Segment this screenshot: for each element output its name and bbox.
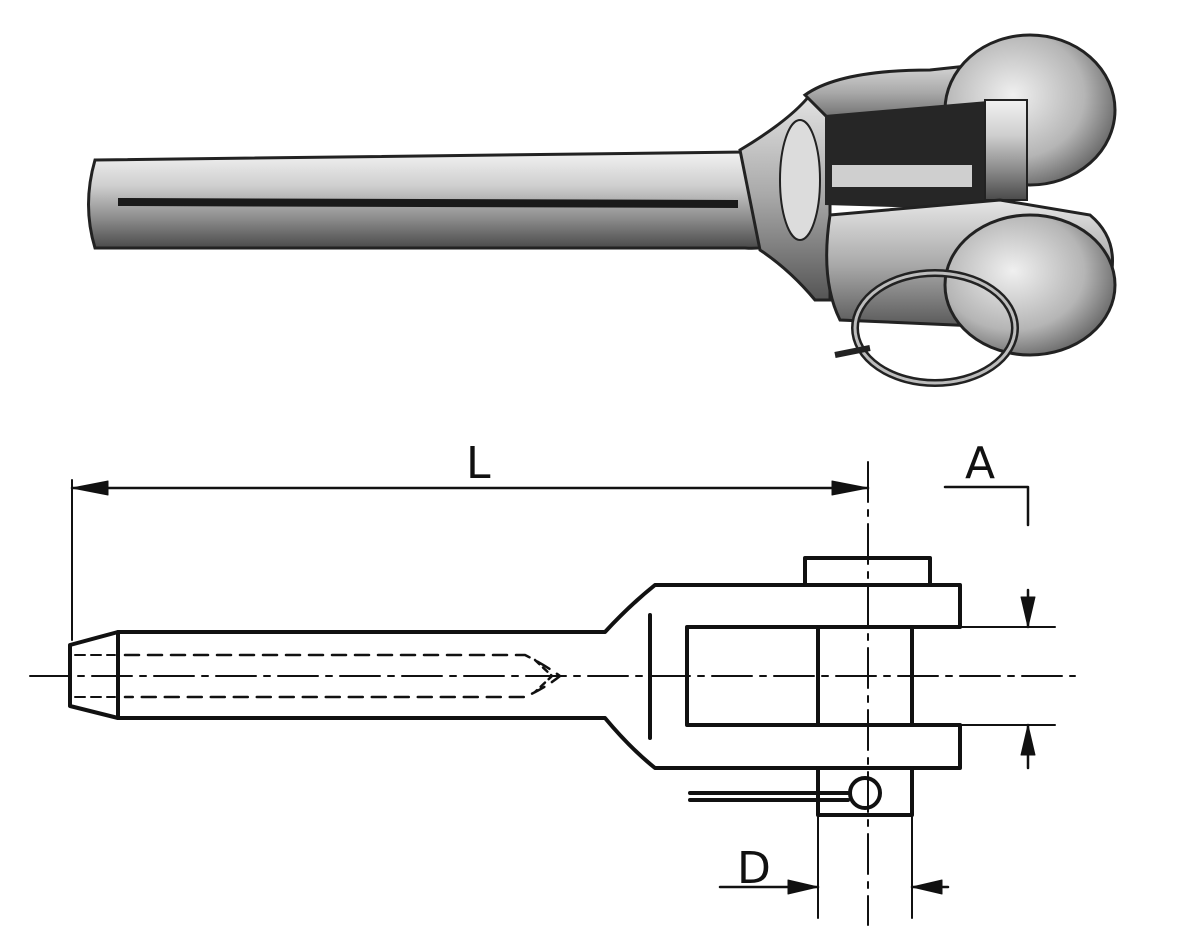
shaft-tapered-end <box>68 630 120 720</box>
dim-l-arrow-right <box>831 480 869 496</box>
photo-fork-edge <box>779 119 821 241</box>
dim-d-arrow-left <box>787 879 819 895</box>
photo-split-ring <box>834 269 1019 387</box>
photo-cavity-highlight <box>832 165 972 187</box>
split-ring-eye <box>848 776 882 810</box>
photo-bottom-disk <box>943 213 1117 357</box>
photo-jaw-cavity <box>825 100 1000 210</box>
photo-pin <box>984 99 1028 201</box>
dim-label-l: L <box>466 438 491 489</box>
shaft-outline <box>116 583 962 770</box>
split-ring-side <box>688 791 850 802</box>
dim-l-arrow-left <box>71 480 109 496</box>
bore-tip <box>533 658 554 694</box>
dim-label-a: A <box>965 438 995 489</box>
internal-bore <box>123 653 562 699</box>
pin-head-top <box>803 556 932 587</box>
fork-terminal-photo <box>87 33 1117 387</box>
dim-d-arrow-right <box>911 879 943 895</box>
dim-a-arrow-top <box>1020 596 1036 628</box>
technical-drawing <box>29 461 1076 926</box>
dim-a-leader <box>943 485 1030 527</box>
dim-label-d: D <box>737 843 771 894</box>
dim-a-arrow-bottom <box>1020 724 1036 756</box>
photo-shaft-slot <box>118 198 738 208</box>
